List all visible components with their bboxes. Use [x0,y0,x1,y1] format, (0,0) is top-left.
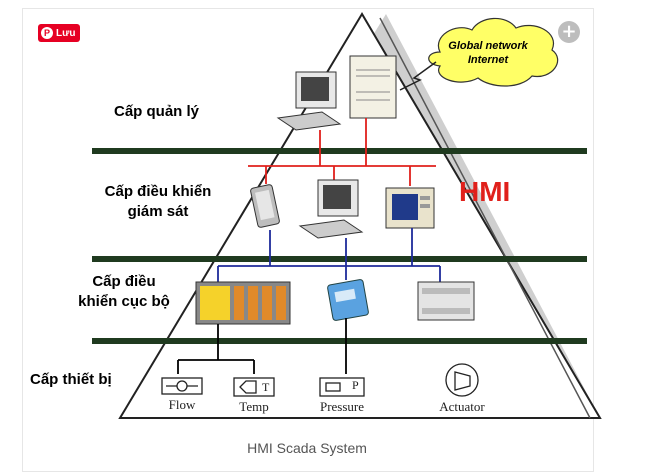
hmi-panel-icon [385,187,435,229]
level-supervisory-label: Cấp điều khiển giám sát [84,182,232,222]
cloud-shape [428,17,559,87]
compact-plc-icon [417,281,475,321]
actuator-label: Actuator [439,399,485,414]
cloud-link-line [399,61,437,91]
flow-label: Flow [168,397,196,412]
temp-label: Temp [239,399,269,414]
level-local-label: Cấp điều khiển cục bộ [64,272,184,312]
pinterest-icon: P [41,27,53,39]
pressure-label: Pressure [319,399,365,414]
supervisory-pc-icon [298,179,364,239]
flow-sensor-icon [161,377,203,395]
level-local-line-1: Cấp điều [92,273,156,290]
save-button[interactable]: P Lưu [38,24,81,42]
network-line-2: Internet [467,54,509,66]
actuator-icon [445,363,479,397]
level-management-label: Cấp quản lý [114,103,200,120]
temp-sensor-icon [233,377,275,397]
temp-symbol: T [262,380,270,394]
hmi-label: HMI [459,176,511,207]
level-device-label: Cấp thiết bị [30,371,112,388]
image-caption: HMI Scada System [247,440,367,456]
save-button-label: Lưu [56,27,76,39]
level-supervisory-line-2: giám sát [127,203,189,220]
server-icon [349,55,397,119]
management-pc-icon [276,71,342,131]
plc-rack-icon [195,281,291,325]
pressure-sensor-icon [319,377,365,397]
expand-icon[interactable]: + [558,21,580,43]
level-local-line-2: khiển cục bộ [78,293,170,310]
field-bus [177,318,347,374]
separator-3 [92,338,587,344]
pressure-symbol: P [352,378,359,392]
tablet-hmi-icon [250,184,280,228]
ethernet-bus [248,118,436,186]
pyramid-shadow [370,14,600,418]
separator-1 [92,148,587,154]
control-bus [217,228,441,282]
separator-2 [92,256,587,262]
pyramid-inner-edge [379,17,591,419]
level-supervisory-line-1: Cấp điều khiển [104,183,212,200]
io-module-icon [327,279,369,321]
global-network-label: Global network Internet [436,39,540,67]
network-line-1: Global network [448,40,528,52]
